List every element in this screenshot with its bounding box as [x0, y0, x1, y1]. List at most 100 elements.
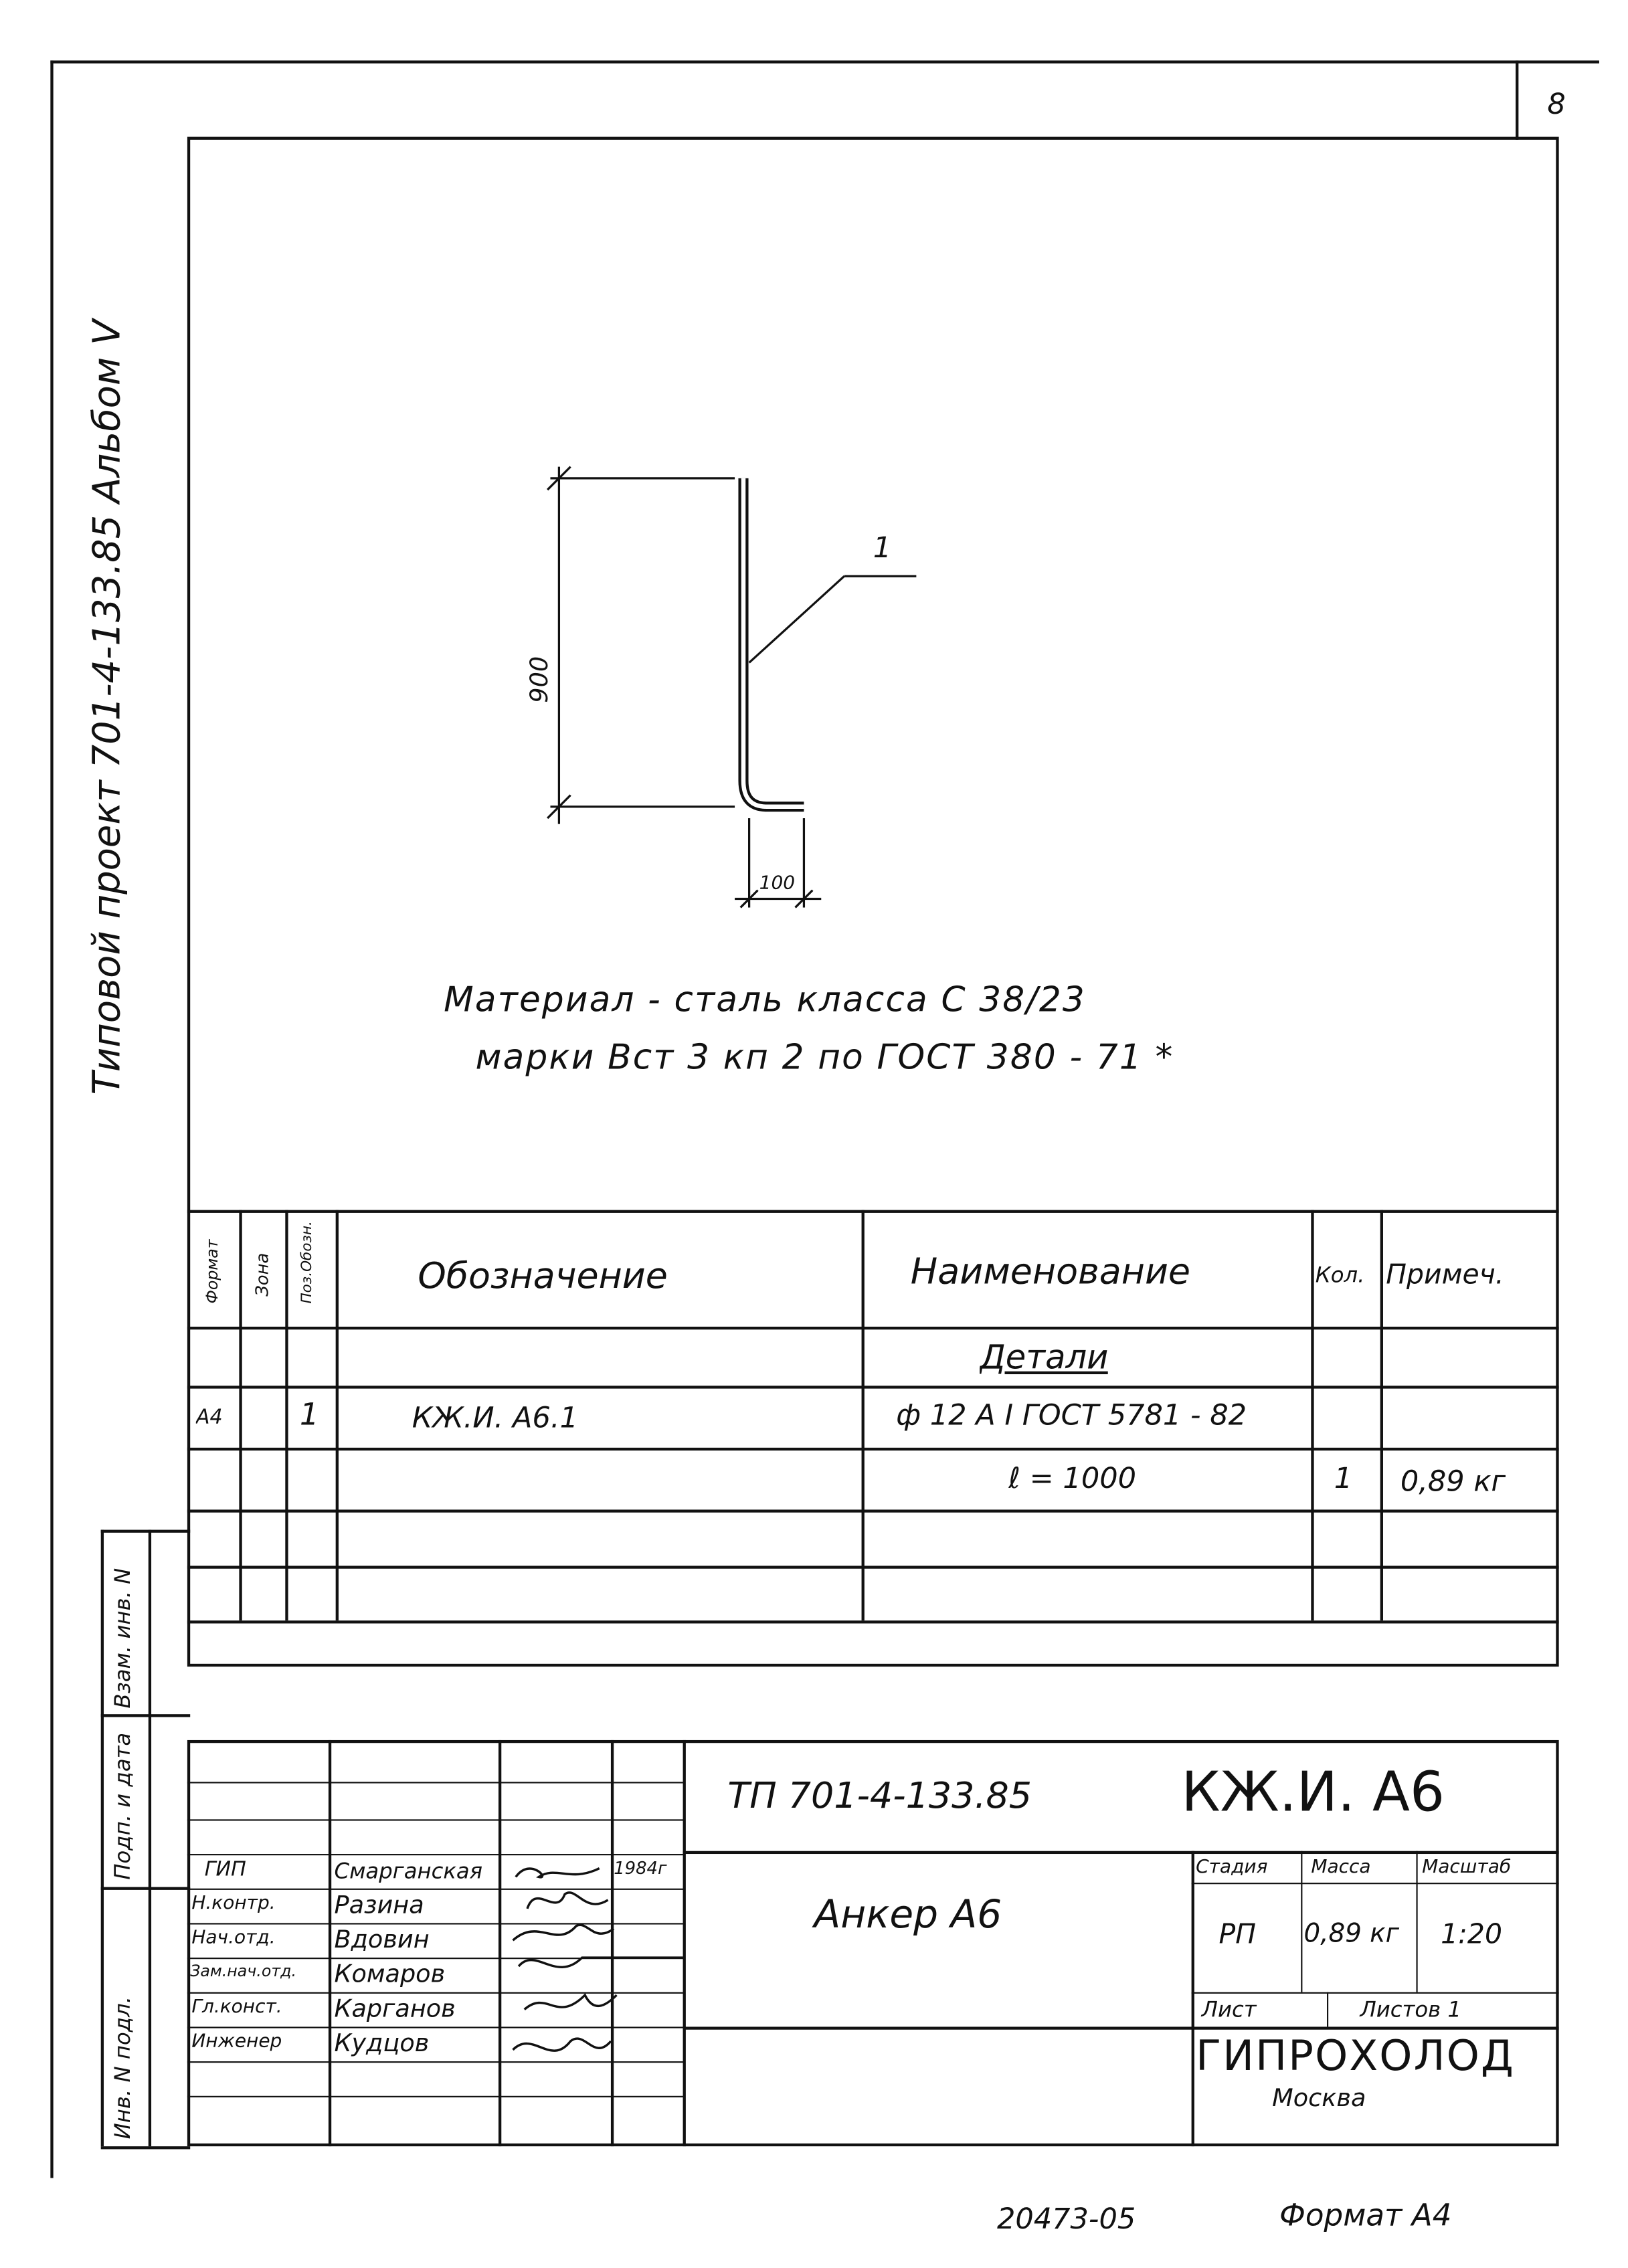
- format-label: Формат А4: [1279, 2198, 1452, 2233]
- signer-role: Инженер: [191, 2030, 282, 2053]
- header-pos: Поз.Обозн.: [299, 1221, 316, 1304]
- tb-row: [187, 1958, 685, 1960]
- signer-role: Зам.нач.отд.: [190, 1962, 297, 1981]
- signer-name: Карганов: [334, 1995, 456, 2024]
- mass-label: Масса: [1311, 1857, 1371, 1879]
- tb-row: [187, 1782, 685, 1784]
- spec-row-line: [187, 1447, 1559, 1450]
- tb-col-right: [1301, 1851, 1303, 1992]
- title-block: [187, 1739, 1559, 2147]
- height-dimension: 900: [525, 656, 555, 703]
- tb-row: [187, 1992, 685, 1994]
- row1-format: А4: [195, 1406, 223, 1429]
- row2-qty: 1: [1334, 1460, 1353, 1495]
- tb-row: [187, 2095, 685, 2098]
- signer-role: Нач.отд.: [191, 1927, 276, 1950]
- tb-col: [683, 1739, 686, 2147]
- header-format: Формат: [203, 1239, 222, 1304]
- spec-col-line: [239, 1210, 242, 1621]
- inventory-number: 20473-05: [996, 2200, 1136, 2236]
- material-line-2: марки Вст 3 кп 2 по ГОСТ 380 - 71 *: [475, 1037, 1174, 1078]
- strip-mid: [148, 1529, 151, 2147]
- strip-line: [100, 1887, 191, 1889]
- tb-col: [328, 1739, 331, 2147]
- strip-bottom: [100, 2146, 191, 2149]
- spec-header-bottom: [187, 1327, 1559, 1330]
- signer-name: Кудцов: [334, 2029, 430, 2059]
- signer-date: 1984г: [614, 1858, 667, 1879]
- material-line-1: Материал - сталь класса С 38/23: [444, 979, 1086, 1020]
- strip-line: [100, 1714, 191, 1717]
- signer-name: Вдовин: [334, 1925, 430, 1955]
- drawing-mark: КЖ.И. А6: [1181, 1760, 1445, 1824]
- side-title: Типовой проект 701-4-133.85 Альбом V: [86, 319, 130, 1095]
- strip-inv: Инв. N подл.: [109, 1996, 136, 2140]
- doc-code: ТП 701-4-133.85: [727, 1774, 1032, 1817]
- strip-podp: Подп. и дата: [109, 1732, 136, 1880]
- spec-col-line: [335, 1210, 338, 1621]
- tb-row-main: [683, 1851, 1559, 1855]
- part-label: 1: [873, 530, 892, 565]
- left-border: [50, 60, 54, 2178]
- row2-name: ℓ = 1000: [1008, 1460, 1137, 1495]
- tb-row: [187, 1854, 685, 1856]
- header-designation: Обозначение: [418, 1254, 668, 1296]
- strip-vzam: Взам. инв. N: [109, 1568, 136, 1709]
- sheet-label: Лист: [1201, 1996, 1257, 2022]
- header-zone: Зона: [252, 1252, 272, 1297]
- anchor-rod: [738, 478, 804, 812]
- tb-col-right: [1416, 1851, 1419, 1992]
- tb-row: [187, 1923, 685, 1925]
- tb-row: [187, 2061, 685, 2063]
- signer-name: Смарганская: [334, 1858, 483, 1885]
- tb-row: [187, 2026, 685, 2028]
- tb-row: [187, 1819, 685, 1821]
- tb-row-right: [1191, 1883, 1559, 1885]
- city: Москва: [1272, 2084, 1366, 2113]
- spec-row-line: [187, 1566, 1559, 1568]
- tb-row-right: [1191, 1992, 1559, 1994]
- signatures: [512, 1867, 683, 2052]
- spec-row-line: [187, 1509, 1559, 1512]
- row1-name: ф 12 А I ГОСТ 5781 - 82: [896, 1397, 1247, 1432]
- spec-row-line: [187, 1386, 1559, 1388]
- scale-value: 1:20: [1441, 1918, 1502, 1951]
- tb-row-main: [683, 2026, 1193, 2029]
- row2-note: 0,89 кг: [1400, 1463, 1507, 1499]
- signer-role: Гл.конст.: [191, 1996, 282, 2018]
- signer-role: Н.контр.: [191, 1893, 276, 1915]
- tb-col: [610, 1739, 614, 2147]
- header-note: Примеч.: [1386, 1258, 1504, 1291]
- sheets-label: Листов 1: [1360, 1996, 1461, 2022]
- spec-col-line: [1380, 1210, 1382, 1621]
- spec-col-line: [1311, 1210, 1314, 1621]
- spec-top: [187, 1210, 1559, 1213]
- sheet-number-box-left: [1516, 60, 1519, 140]
- tb-row: [187, 1888, 685, 1891]
- anchor-drawing: [547, 466, 917, 909]
- organization: ГИПРОХОЛОД: [1196, 2030, 1515, 2081]
- tb-row-right: [1191, 2026, 1559, 2029]
- sheet-number: 8: [1547, 86, 1566, 121]
- header-qty: Кол.: [1315, 1262, 1365, 1288]
- tb-col: [498, 1739, 501, 2147]
- signer-role: ГИП: [204, 1858, 246, 1881]
- signer-name: Разина: [334, 1891, 424, 1921]
- spec-col-line: [285, 1210, 288, 1621]
- tb-col-right: [1327, 1992, 1329, 2027]
- row1-designation: КЖ.И. А6.1: [412, 1400, 578, 1435]
- signer-name: Комаров: [334, 1960, 446, 1990]
- header-name: Наименование: [910, 1249, 1191, 1292]
- section-title: Детали: [980, 1339, 1109, 1378]
- mass-value: 0,89 кг: [1303, 1918, 1399, 1950]
- main-frame: [187, 136, 1559, 1667]
- spec-col-line: [861, 1210, 864, 1621]
- top-border: [50, 60, 1599, 64]
- strip-left: [100, 1529, 103, 2147]
- spec-bottom: [187, 1620, 1559, 1624]
- stage-value: РП: [1218, 1918, 1256, 1951]
- leg-dimension: 100: [759, 872, 796, 895]
- product-name: Анкер А6: [814, 1893, 1002, 1938]
- row1-pos: 1: [299, 1397, 319, 1432]
